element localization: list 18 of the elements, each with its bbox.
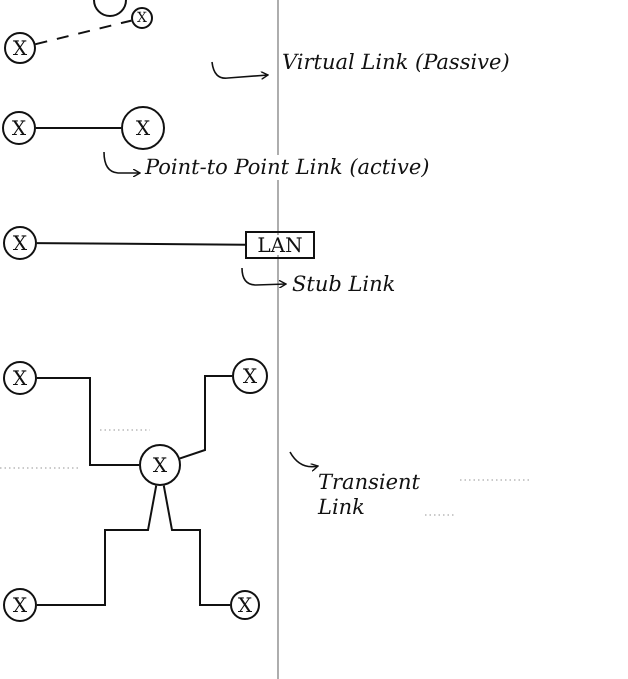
router-circle: X	[139, 444, 181, 486]
link-line	[36, 127, 121, 129]
router-circle: X	[3, 588, 37, 622]
link-line	[35, 20, 132, 46]
router-circle: X	[232, 358, 268, 394]
link-line	[180, 375, 232, 460]
router-circle: X	[121, 106, 165, 150]
link-line	[37, 242, 245, 246]
router-circle: X	[230, 590, 260, 620]
link-line	[37, 377, 139, 466]
link-line	[37, 486, 158, 606]
router-circle: X	[4, 32, 36, 64]
link-line	[162, 486, 230, 606]
router-circle: X	[2, 111, 36, 145]
router-circle: X	[3, 226, 37, 260]
router-circle: X	[131, 7, 153, 29]
network-box: LAN	[245, 231, 315, 259]
router-circle: X	[3, 361, 37, 395]
